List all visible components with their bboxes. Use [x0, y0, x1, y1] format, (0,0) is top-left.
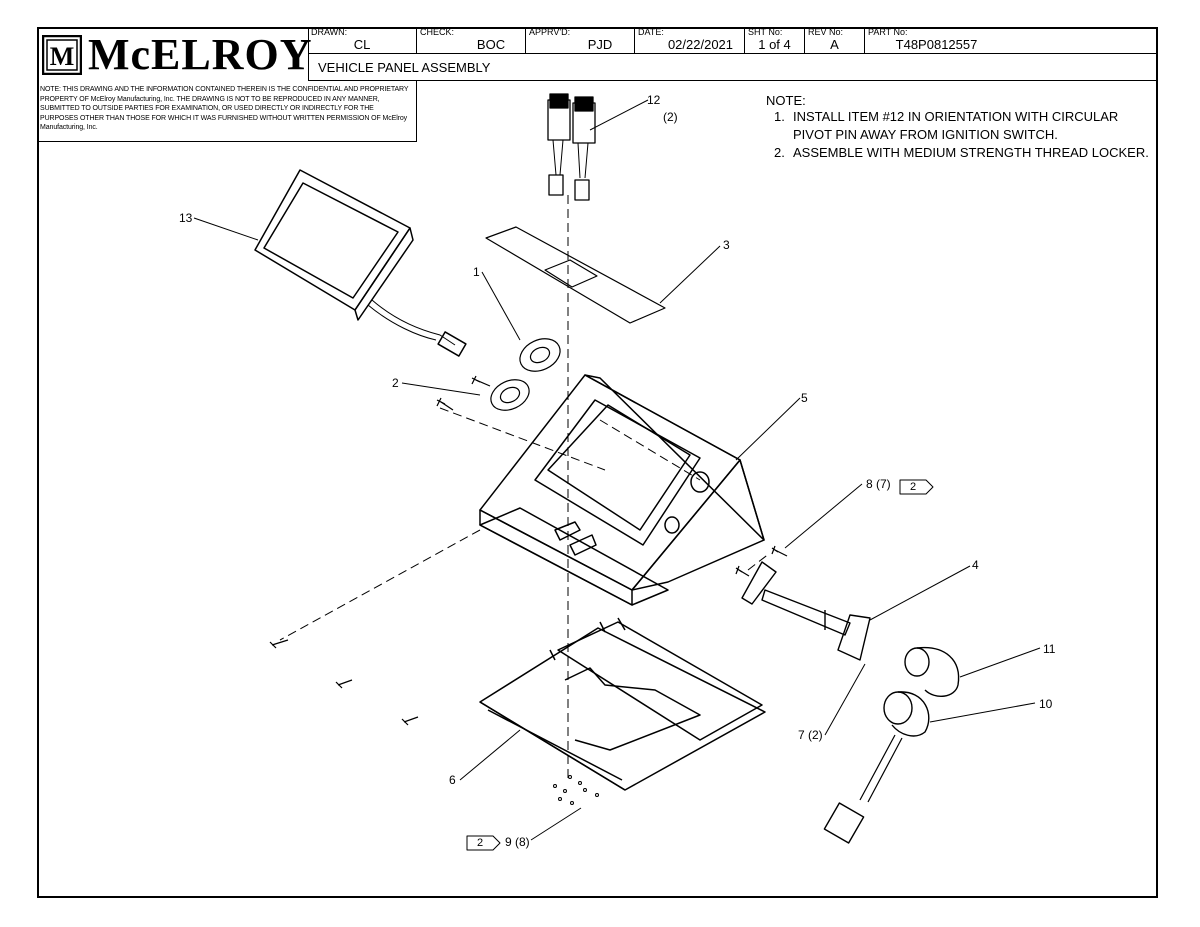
callout-11: 11 [1043, 642, 1056, 656]
callout-9-flag: 2 [477, 837, 484, 849]
date-caption: DATE: [638, 27, 664, 37]
drawing-title: VEHICLE PANEL ASSEMBLY [318, 60, 491, 75]
mcelroy-mark-icon: M [42, 35, 82, 75]
approved-value: PJD [587, 37, 613, 52]
rev-caption: REV No: [808, 27, 844, 37]
note-2-line1: ASSEMBLE WITH MEDIUM STRENGTH THREAD LOC… [793, 145, 1149, 160]
panel-housing [479, 374, 765, 606]
company-logo: M McELROY [40, 30, 312, 80]
note-2-number: 2. [774, 145, 785, 160]
sheet-caption: SHT No: [748, 27, 783, 37]
callout-6: 6 [449, 773, 456, 787]
callout-4: 4 [972, 558, 979, 572]
assembly-centerlines [279, 195, 771, 780]
svg-text:M: M [50, 42, 75, 71]
callout-1: 1 [473, 265, 480, 279]
callout-9: 9 (8) [505, 835, 530, 849]
note-1-line2: PIVOT PIN AWAY FROM IGNITION SWITCH. [793, 127, 1058, 142]
part-cell: PART No: T48P0812557 [865, 27, 1158, 54]
rev-cell: REV No: A [805, 27, 865, 54]
callout-12: 12 [647, 93, 661, 107]
approved-cell: APPRV'D: PJD [526, 27, 635, 54]
date-value: 02/22/2021 [667, 37, 734, 52]
rocker-switches [547, 93, 596, 201]
callout-8: 8 (7) [866, 477, 891, 491]
callout-5: 5 [801, 391, 808, 405]
sheet-cell: SHT No: 1 of 4 [745, 27, 805, 54]
callout-leaders [193, 99, 1041, 841]
callout-3: 3 [723, 238, 730, 252]
rev-value: A [830, 37, 839, 52]
sheet-value: 1 of 4 [758, 37, 791, 52]
notes-heading: NOTE: [766, 93, 806, 108]
callout-10: 10 [1039, 697, 1053, 711]
mounting-bracket [741, 561, 871, 661]
note-flag-2-a [899, 479, 934, 495]
company-name: McELROY [88, 30, 313, 79]
mounting-tray [479, 617, 766, 791]
check-cell: CHECK: BOC [417, 27, 526, 54]
callout-8-flag: 2 [910, 481, 917, 493]
overlay-plate [485, 226, 666, 324]
drawn-value: CL [353, 37, 371, 52]
check-caption: CHECK: [420, 27, 455, 37]
note-flag-2-b [466, 835, 501, 851]
note-1-line1: INSTALL ITEM #12 IN ORIENTATION WITH CIR… [793, 109, 1119, 124]
screws [269, 375, 788, 726]
confidentiality-note: NOTE: THIS DRAWING AND THE INFORMATION C… [40, 86, 409, 132]
approved-caption: APPRV'D: [529, 27, 571, 37]
callout-7: 7 (2) [798, 728, 823, 742]
date-cell: DATE: 02/22/2021 [635, 27, 745, 54]
callout-13: 13 [179, 211, 193, 225]
check-value: BOC [476, 37, 506, 52]
drawn-caption: DRAWN: [311, 27, 348, 37]
gaskets [490, 338, 561, 411]
part-value: T48P0812557 [895, 37, 978, 52]
ignition-switch [823, 646, 960, 844]
callout-2: 2 [392, 376, 399, 390]
part-caption: PART No: [868, 27, 908, 37]
drawing-border [37, 27, 1158, 898]
display-screen [254, 169, 467, 357]
tray-screws [553, 775, 599, 805]
note-1-number: 1. [774, 109, 785, 124]
drawn-cell: DRAWN: CL [308, 27, 417, 54]
callout-12-qty: (2) [663, 110, 678, 124]
